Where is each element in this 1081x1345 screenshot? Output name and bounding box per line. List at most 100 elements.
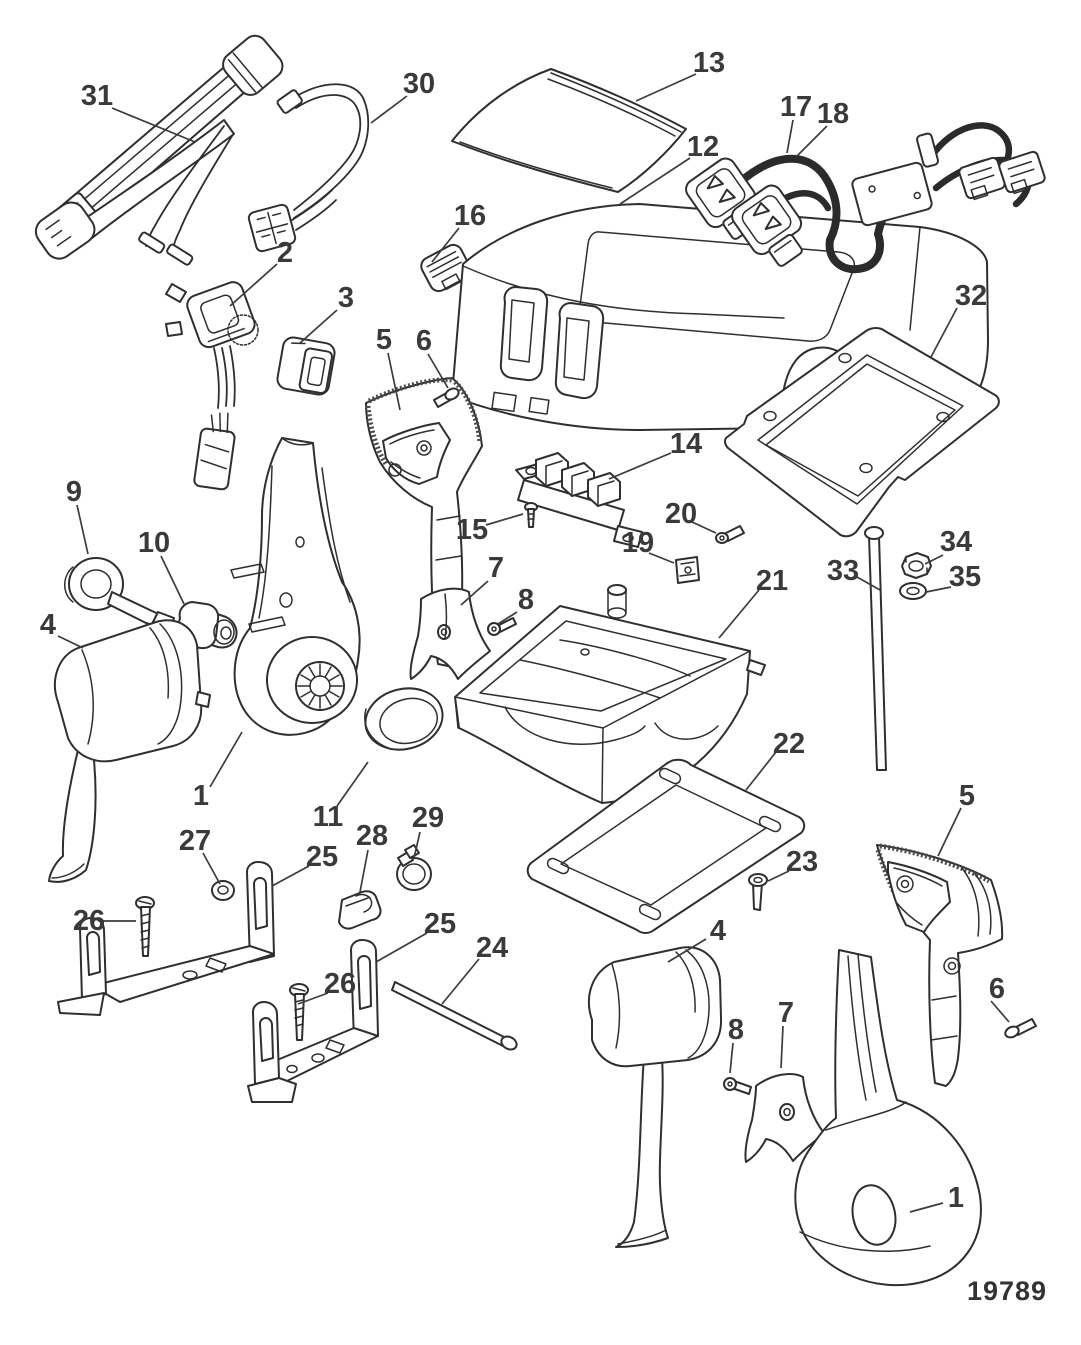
callout-19-15: 19	[622, 527, 675, 564]
callout-6-10: 6	[416, 325, 449, 389]
callout-3-8: 3	[299, 282, 354, 344]
part-number-label: 10	[138, 527, 170, 559]
callout-8-38: 8	[728, 1014, 744, 1074]
part-8-screw-center	[487, 617, 517, 636]
callout-16-6: 16	[431, 200, 486, 263]
callout-4-18: 4	[40, 609, 84, 649]
part-number-label: 19	[622, 527, 654, 559]
part-35-washer	[899, 582, 927, 600]
callout-1-26: 1	[193, 731, 243, 812]
part-20-screw	[715, 525, 745, 544]
part-number-label: 6	[416, 325, 432, 357]
part-7-fin-center	[409, 587, 491, 680]
leader-line	[297, 992, 329, 1005]
part-number-label: 17	[780, 91, 812, 123]
part-number-label: 6	[989, 973, 1005, 1005]
callout-32-11: 32	[930, 280, 987, 358]
part-26-screw-upper	[135, 896, 155, 957]
callout-5-40: 5	[937, 780, 975, 857]
part-22-gasket	[526, 758, 806, 934]
leader-line	[990, 1000, 1010, 1023]
leader-line	[786, 119, 794, 154]
leader-line	[937, 807, 962, 857]
leader-line	[413, 831, 421, 859]
part-number-label: 11	[313, 801, 344, 833]
leader-line	[930, 307, 958, 358]
part-number-label: 30	[403, 68, 435, 100]
callout-34-23: 34	[924, 526, 972, 565]
leader-line	[387, 352, 401, 411]
part-13-cover	[451, 68, 687, 193]
leader-line	[619, 157, 691, 205]
part-number-label: 25	[424, 908, 456, 940]
leader-line	[924, 554, 944, 565]
leader-line	[359, 849, 369, 893]
part-5-side-cover-bottom	[875, 843, 1004, 1087]
leader-line	[795, 125, 828, 158]
callout-24-35: 24	[441, 932, 508, 1005]
part-15-screw	[524, 502, 538, 528]
part-number-label: 2	[277, 237, 293, 269]
leader-line	[729, 1042, 734, 1074]
part-number-label: 5	[376, 324, 392, 356]
callout-7-19: 7	[460, 552, 504, 606]
leader-line	[497, 611, 518, 625]
callout-8-20: 8	[497, 584, 534, 625]
callout-15-13: 15	[456, 513, 524, 546]
part-number-label: 13	[693, 47, 725, 79]
part-19-clip-plate	[675, 556, 700, 584]
part-number-label: 26	[73, 905, 105, 937]
part-9-lanyard-clip	[64, 557, 175, 631]
part-number-label: 3	[338, 282, 354, 314]
leader-line	[635, 73, 697, 102]
leader-line	[271, 865, 310, 887]
part-33-stud	[864, 526, 887, 771]
leader-line	[909, 1202, 944, 1213]
part-4-grip-left	[48, 619, 211, 883]
callout-20-14: 20	[665, 498, 717, 534]
callout-2-7: 2	[229, 237, 293, 307]
part-6-screw-center	[433, 387, 460, 408]
leader-line	[160, 555, 185, 605]
drawing-number: 19789	[966, 1276, 1048, 1306]
part-number-label: 21	[756, 565, 788, 597]
callout-35-24: 35	[925, 561, 981, 593]
callout-26-32: 26	[73, 905, 136, 937]
leader-line	[202, 852, 221, 885]
part-number-label: 27	[179, 825, 211, 857]
part-32-bezel-frame	[723, 327, 1000, 538]
leader-line	[111, 107, 196, 143]
leader-line	[299, 309, 338, 344]
callout-12-3: 12	[619, 131, 719, 205]
part-number-label: 32	[955, 280, 987, 312]
part-21-lower-housing	[454, 584, 766, 804]
callout-18-5: 18	[795, 98, 849, 158]
part-12-upper-housing	[451, 203, 989, 431]
part-30-harness-loop	[34, 83, 370, 266]
part-27-nut	[211, 880, 235, 901]
callout-11-27: 11	[313, 761, 369, 833]
leader-line	[780, 1025, 784, 1069]
part-1-lever-body-bottom	[794, 949, 982, 1287]
leader-line	[76, 504, 89, 555]
leader-line	[925, 586, 952, 593]
part-number-label: 16	[454, 200, 486, 232]
leader-line	[229, 263, 278, 307]
leader-line	[485, 513, 524, 526]
leader-line	[431, 227, 460, 263]
part-number-label: 22	[773, 728, 805, 760]
callout-13-2: 13	[635, 47, 725, 102]
part-number-label: 23	[786, 846, 818, 878]
callout-9-16: 9	[66, 476, 89, 555]
callout-10-17: 10	[138, 527, 185, 605]
callout-1-42: 1	[909, 1182, 964, 1214]
part-24-link-rod	[391, 981, 518, 1051]
leader-line	[718, 589, 760, 639]
callout-25-33: 25	[375, 908, 456, 963]
part-14-terminal-block	[515, 452, 643, 548]
part-number-label: 29	[412, 802, 444, 834]
part-11-bushing-ring	[364, 687, 444, 751]
callout-4-37: 4	[667, 915, 726, 963]
callout-17-4: 17	[780, 91, 812, 154]
